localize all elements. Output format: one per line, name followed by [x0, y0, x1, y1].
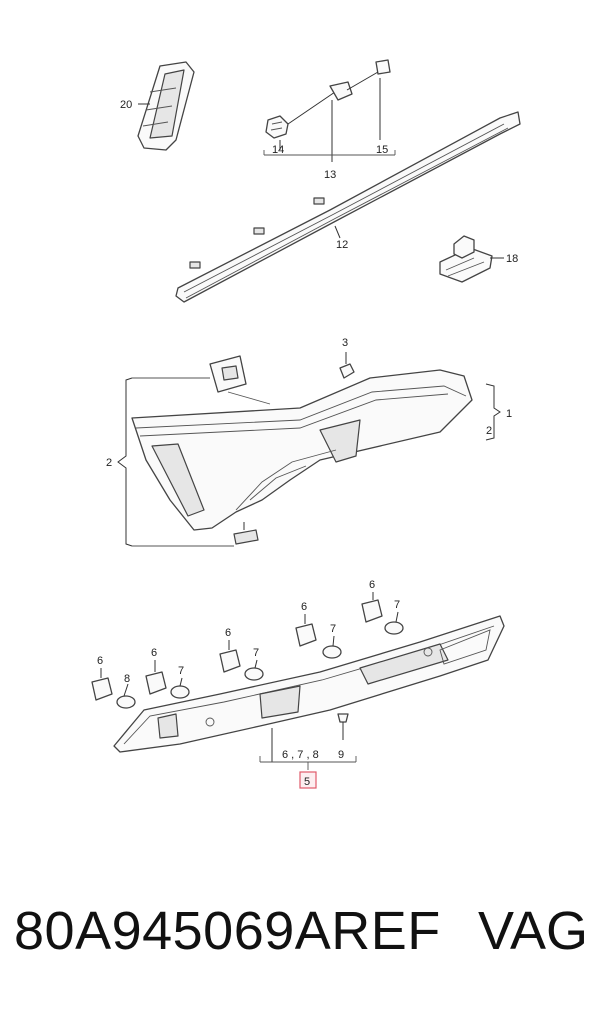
callout-7-a: 7	[178, 665, 184, 677]
callout-6-c: 6	[225, 627, 231, 639]
socket-bulb-group-5: 6 7	[361, 579, 404, 635]
socket-bulb-group-3: 6 7	[219, 627, 264, 681]
part-18-plug: 18	[439, 235, 518, 283]
callout-7-b: 7	[253, 647, 259, 659]
part-1-2-tail-light: 3 2 1 2	[106, 337, 512, 547]
callout-3: 3	[342, 337, 348, 349]
callout-6-7-8: 6 , 7 , 8	[282, 749, 319, 761]
callout-6-a: 6	[97, 655, 103, 667]
highlight-box-5	[299, 771, 317, 789]
callout-6-b: 6	[151, 647, 157, 659]
socket-bulb-group-1: 6 8	[91, 655, 136, 709]
callout-14: 14	[272, 144, 284, 156]
callout-6-e: 6	[369, 579, 375, 591]
footer: 80A945069AREF VAG	[0, 900, 600, 980]
callout-8: 8	[124, 673, 130, 685]
callout-12: 12	[336, 239, 348, 251]
part-12-trim-strip: 12	[175, 111, 521, 303]
callout-7-c: 7	[330, 623, 336, 635]
callout-2-left: 2	[106, 457, 112, 469]
part-5-inner-lamp: 6 8 6 7 6 7 6 7	[91, 579, 505, 789]
brand-label: VAG	[477, 901, 588, 961]
callout-2-right: 2	[486, 425, 492, 437]
callout-9: 9	[338, 749, 344, 761]
callout-18: 18	[506, 253, 518, 265]
parts-diagram: 20 14 15 13 12 18	[91, 59, 521, 789]
part-13-14-15-clips: 14 15 13	[263, 59, 396, 181]
socket-bulb-group-2: 6 7	[145, 647, 190, 699]
callout-15: 15	[376, 144, 388, 156]
callout-7-d: 7	[394, 599, 400, 611]
part-number: 80A945069AREF	[14, 901, 441, 961]
callout-6-d: 6	[301, 601, 307, 613]
socket-bulb-group-4: 6 7	[295, 601, 342, 659]
callout-5[interactable]: 5	[304, 776, 310, 788]
callout-1: 1	[506, 408, 512, 420]
callout-20: 20	[120, 99, 132, 111]
part-20-reflector: 20	[120, 61, 195, 151]
callout-13: 13	[324, 169, 336, 181]
